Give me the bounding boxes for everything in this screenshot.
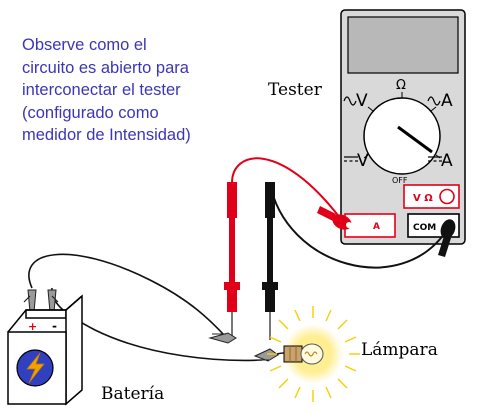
explanation-note: Observe como el circuito es abierto para… <box>22 34 262 147</box>
tick-ac-a <box>430 106 437 112</box>
jack-vohm-socket[interactable] <box>439 188 455 205</box>
dial-label-ohm: Ω <box>396 78 406 93</box>
tester-label: Tester <box>268 80 322 100</box>
battery-side <box>65 294 83 406</box>
ac-wave-icon-right <box>427 96 441 106</box>
battery-top <box>25 309 67 319</box>
battery-label: Batería <box>101 384 165 404</box>
black-probe[interactable] <box>262 182 278 340</box>
red-lead-wire <box>231 157 341 219</box>
lamp-rays <box>267 306 360 402</box>
note-line: interconectar el tester <box>22 81 181 99</box>
note-line: medidor de Intensidad) <box>22 126 191 144</box>
multimeter: Ω V A V A OFF V Ω A COM <box>340 9 466 245</box>
battery-positive-clip <box>23 289 37 313</box>
tick-ac-v <box>367 106 374 112</box>
note-line: (configurado como <box>22 103 159 122</box>
black-lead-wire <box>269 182 448 269</box>
jack-a-panel <box>344 213 396 238</box>
jack-a-label: A <box>373 222 380 232</box>
dc-symbol-icon-right <box>428 156 442 162</box>
battery-minus-sign: - <box>52 319 57 333</box>
red-probe-alligator-clip <box>208 332 237 344</box>
dial-label-off: OFF <box>392 176 408 185</box>
red-probe[interactable] <box>224 182 240 337</box>
lightning-bolt-icon <box>26 352 45 384</box>
battery-positive-wire <box>28 253 226 337</box>
battery-top-face <box>7 295 83 333</box>
black-plug-in-com-jack <box>438 219 456 257</box>
lamp-filament <box>304 351 318 357</box>
jack-com-label: COM <box>413 223 436 233</box>
lamp <box>267 306 360 402</box>
note-line: circuito es abierto para <box>22 58 189 77</box>
battery-plus-sign: + <box>28 320 37 333</box>
battery-negative-wire <box>51 287 263 362</box>
selector-pointer <box>397 125 433 154</box>
dial-label-dc-v: V <box>357 151 369 171</box>
dial-label-ac-a: A <box>441 91 453 111</box>
red-plug-in-a-jack <box>317 206 352 230</box>
selector-dial[interactable] <box>363 97 441 175</box>
battery-negative-clip <box>47 289 59 313</box>
tick-dc-v <box>363 154 369 159</box>
lamp-base <box>283 345 303 363</box>
lamp-bulb <box>300 343 324 365</box>
jack-vohm-label: V Ω <box>413 193 433 204</box>
dial-label-ac-v: V <box>356 91 368 111</box>
dial-label-dc-a: A <box>441 151 453 171</box>
battery: + - <box>7 294 83 406</box>
dc-symbol-icon-left <box>344 156 358 162</box>
lamp-label: Lámpara <box>361 340 438 360</box>
ac-wave-icon-left <box>343 96 357 106</box>
black-probe-alligator-clip <box>253 348 279 362</box>
note-line: Observe como el <box>22 36 147 54</box>
meter-display <box>347 16 459 74</box>
